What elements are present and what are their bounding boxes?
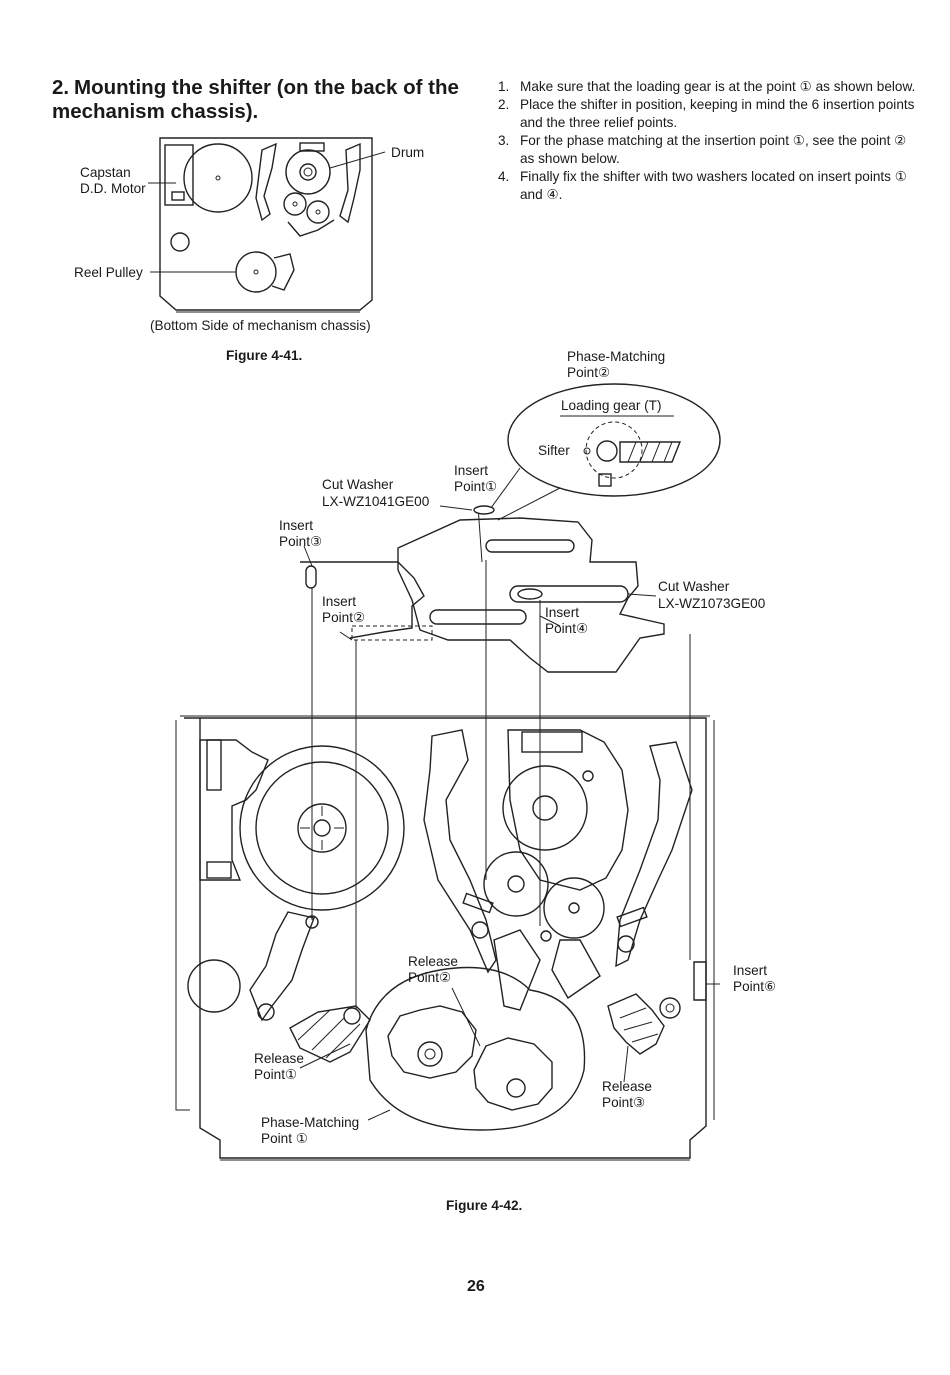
- label-release-point-3: Release: [602, 1079, 652, 1094]
- label-insert-point-3: Insert: [279, 518, 313, 533]
- label-phase-matching-1-point: Point ①: [261, 1131, 308, 1146]
- label-cut-washer-b: Cut Washer: [658, 579, 730, 594]
- label-insert-point-4: Insert: [545, 605, 579, 620]
- label-insert-point-1-num: Point①: [454, 479, 498, 494]
- label-insert-point-2-num: Point②: [322, 610, 366, 625]
- label-release-point-1-num: Point①: [254, 1067, 298, 1082]
- label-loading-gear: Loading gear (T): [561, 398, 662, 413]
- figure-4-41-caption: Figure 4-41.: [226, 348, 303, 363]
- label-sifter: Sifter: [538, 443, 570, 458]
- label-capstan-motor: D.D. Motor: [80, 181, 146, 196]
- page-number: 26: [467, 1278, 485, 1295]
- step-item: 1.Make sure that the loading gear is at …: [498, 79, 916, 94]
- label-reel-pulley: Reel Pulley: [74, 265, 143, 280]
- label-drum: Drum: [391, 145, 425, 160]
- label-phase-matching-2-point: Point②: [567, 365, 611, 380]
- step-item: 3.For the phase matching at the insertio…: [498, 133, 907, 166]
- label-release-point-2: Release: [408, 954, 458, 969]
- label-insert-point-2: Insert: [322, 594, 356, 609]
- label-cut-washer-a-part: LX-WZ1041GE00: [322, 494, 430, 509]
- figure-4-41-sublabel: (Bottom Side of mechanism chassis): [150, 318, 371, 333]
- label-phase-matching-1: Phase-Matching: [261, 1115, 360, 1130]
- label-insert-point-3-num: Point③: [279, 534, 323, 549]
- step-item: 2.Place the shifter in position, keeping…: [498, 97, 915, 130]
- label-cut-washer-b-part: LX-WZ1073GE00: [658, 596, 766, 611]
- figure-4-42-caption: Figure 4-42.: [446, 1198, 523, 1213]
- label-insert-point-1: Insert: [454, 463, 488, 478]
- label-release-point-1: Release: [254, 1051, 304, 1066]
- label-cut-washer-a: Cut Washer: [322, 477, 394, 492]
- instruction-steps: 1.Make sure that the loading gear is at …: [498, 78, 918, 204]
- label-release-point-3-num: Point③: [602, 1095, 646, 1110]
- section-title: Mounting the shifter (on the back of the…: [52, 76, 459, 123]
- step-item: 4.Finally fix the shifter with two washe…: [498, 169, 907, 202]
- label-capstan: Capstan: [80, 165, 131, 180]
- section-heading: 2.Mounting the shifter (on the back of t…: [52, 76, 492, 124]
- label-insert-point-6: Insert: [733, 963, 767, 978]
- label-insert-point-6-num: Point⑥: [733, 979, 777, 994]
- label-phase-matching-2: Phase-Matching: [567, 349, 666, 364]
- label-release-point-2-num: Point②: [408, 970, 452, 985]
- label-insert-point-4-num: Point④: [545, 621, 589, 636]
- section-number: 2.: [52, 76, 70, 99]
